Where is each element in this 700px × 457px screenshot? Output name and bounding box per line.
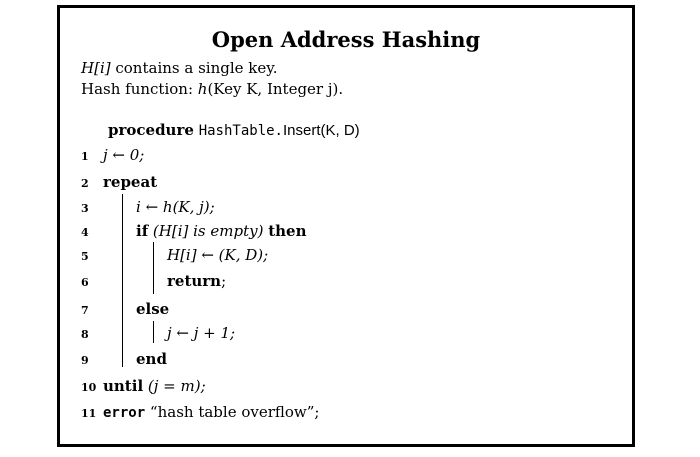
repeat-block-bar	[122, 194, 123, 367]
else-block-bar	[153, 321, 154, 343]
description-line-1: H[i] contains a single key.	[81, 59, 278, 77]
procedure-header: procedure HashTable.Insert(K, D)	[108, 121, 360, 139]
algorithm-box: Open Address Hashing H[i] contains a sin…	[57, 5, 635, 447]
algorithm-title: Open Address Hashing	[211, 27, 481, 52]
description-line-2: Hash function: h(Key K, Integer j).	[81, 80, 344, 98]
then-block-bar	[153, 242, 154, 294]
